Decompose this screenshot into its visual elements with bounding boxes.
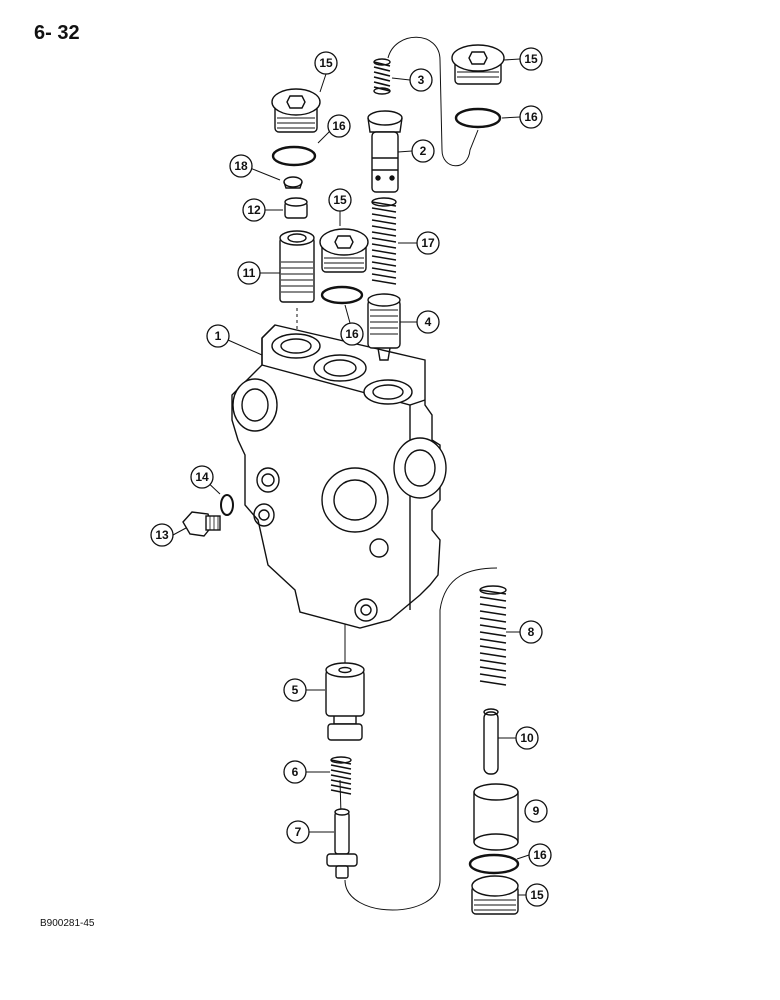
callout-7: 7 (286, 820, 310, 844)
figure-code: B900281-45 (40, 918, 95, 929)
part-5 (325, 662, 365, 741)
svg-text:10: 10 (520, 731, 534, 745)
svg-text:3: 3 (418, 73, 425, 87)
svg-text:7: 7 (295, 825, 302, 839)
pin-10 (483, 708, 499, 775)
callout-3: 3 (409, 68, 433, 92)
svg-text:12: 12 (247, 203, 261, 217)
part-11 (279, 230, 315, 303)
svg-text:15: 15 (524, 52, 538, 66)
svg-text:15: 15 (333, 193, 347, 207)
o-ring-16-top-right (454, 107, 502, 129)
callout-18: 18 (229, 154, 253, 178)
callout-13: 13 (150, 523, 174, 547)
svg-text:16: 16 (533, 848, 547, 862)
svg-text:2: 2 (420, 144, 427, 158)
svg-text:16: 16 (332, 119, 346, 133)
svg-text:18: 18 (234, 159, 248, 173)
callout-16-middle: 16 (340, 322, 364, 346)
svg-text:5: 5 (292, 683, 299, 697)
svg-text:4: 4 (425, 315, 432, 329)
callout-12: 12 (242, 198, 266, 222)
svg-text:6: 6 (292, 765, 299, 779)
plug-15-top-right (451, 44, 505, 85)
spring-17 (371, 197, 397, 285)
callout-15-middle: 15 (328, 188, 352, 212)
callout-11: 11 (237, 261, 261, 285)
callout-16-top-left: 16 (327, 114, 351, 138)
callout-10: 10 (515, 726, 539, 750)
part-4 (367, 293, 401, 361)
callout-4: 4 (416, 310, 440, 334)
svg-text:1: 1 (215, 329, 222, 343)
svg-text:14: 14 (195, 470, 209, 484)
callout-5: 5 (283, 678, 307, 702)
o-ring-16-bottom (468, 853, 520, 875)
svg-text:9: 9 (533, 804, 540, 818)
svg-text:13: 13 (155, 528, 169, 542)
leader-lines (172, 58, 530, 896)
callout-15-top-right: 15 (519, 47, 543, 71)
callout-8: 8 (519, 620, 543, 644)
callout-17: 17 (416, 231, 440, 255)
valve-body (231, 324, 447, 629)
sleeve-9 (473, 783, 519, 851)
spring-8 (479, 585, 507, 686)
svg-text:16: 16 (345, 327, 359, 341)
svg-text:16: 16 (524, 110, 538, 124)
svg-text:15: 15 (319, 56, 333, 70)
part-7 (326, 808, 358, 879)
plug-15-bottom (471, 875, 519, 915)
part-2 (367, 110, 403, 193)
callout-6: 6 (283, 760, 307, 784)
callouts: 15 16 18 12 11 15 16 1 3 2 17 4 15 16 14… (150, 47, 552, 907)
part-12 (284, 197, 308, 219)
callout-15-bottom: 15 (525, 883, 549, 907)
svg-text:17: 17 (421, 236, 435, 250)
spring-6 (330, 756, 352, 795)
callout-15-top-left: 15 (314, 51, 338, 75)
plug-13 (182, 511, 221, 537)
o-ring-16-middle (320, 285, 364, 305)
callout-1: 1 (206, 324, 230, 348)
svg-text:8: 8 (528, 625, 535, 639)
svg-text:11: 11 (243, 266, 256, 280)
page-number: 6- 32 (34, 22, 80, 44)
o-ring-16-top-left (271, 145, 317, 167)
svg-text:15: 15 (530, 888, 544, 902)
callout-2: 2 (411, 139, 435, 163)
spring-3 (373, 58, 391, 95)
plug-15-top-left (271, 88, 321, 133)
callout-16-top-right: 16 (519, 105, 543, 129)
callout-14: 14 (190, 465, 214, 489)
part-18 (283, 176, 303, 189)
callout-9: 9 (524, 799, 548, 823)
plug-15-middle (319, 228, 369, 273)
callout-16-bottom: 16 (528, 843, 552, 867)
washer-14 (220, 494, 234, 516)
